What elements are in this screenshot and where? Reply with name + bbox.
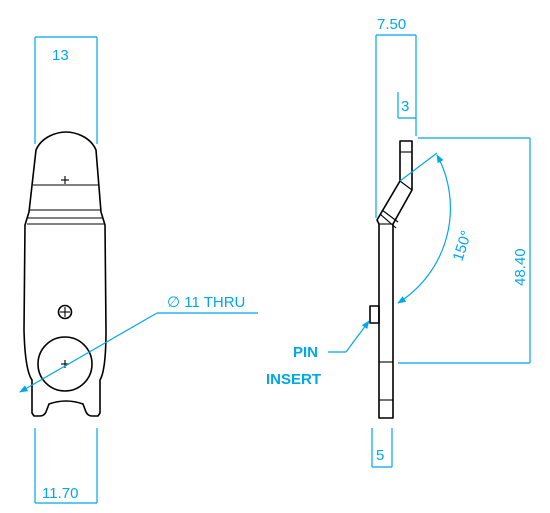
side-view: 7.50 3 150° 48.40	[266, 16, 531, 468]
dimension-top-width: 13	[34, 36, 98, 144]
dimension-tab-thickness-value: 3	[401, 98, 409, 115]
side-edge-line	[381, 209, 399, 223]
large-hole	[37, 336, 93, 392]
dimension-bend-angle-value: 150°	[450, 228, 476, 263]
dimension-base-thickness-value: 5	[376, 447, 384, 464]
side-part-outline	[376, 140, 413, 419]
front-part-outline	[23, 131, 107, 417]
dimension-height-value: 48.40	[512, 248, 529, 286]
pin-insert-callout: PIN INSERT	[266, 320, 370, 388]
front-view: 13 ∅ 11 THRU 11.70	[19, 36, 258, 504]
dimension-base-thickness: 5	[371, 428, 393, 468]
pin-insert	[369, 305, 380, 324]
side-edge-line	[399, 180, 413, 191]
dimension-side-thickness: 7.50	[375, 16, 417, 218]
hole-callout: ∅ 11 THRU	[19, 294, 258, 393]
pin-insert-label-line2: INSERT	[266, 371, 321, 388]
dimension-height: 48.40	[398, 137, 531, 364]
dimension-bottom-width-value: 11.70	[42, 485, 78, 502]
dimension-bend-angle: 150°	[397, 152, 476, 304]
side-edge-line	[379, 213, 397, 229]
dimension-side-thickness-value: 7.50	[377, 16, 406, 33]
dimension-top-width-value: 13	[52, 47, 69, 64]
pin-insert-label-line1: PIN	[293, 344, 318, 361]
dimension-tab-thickness: 3	[397, 92, 416, 119]
hole-callout-text: ∅ 11 THRU	[167, 294, 245, 311]
small-hole	[57, 304, 73, 320]
dimension-bottom-width: 11.70	[34, 428, 98, 504]
